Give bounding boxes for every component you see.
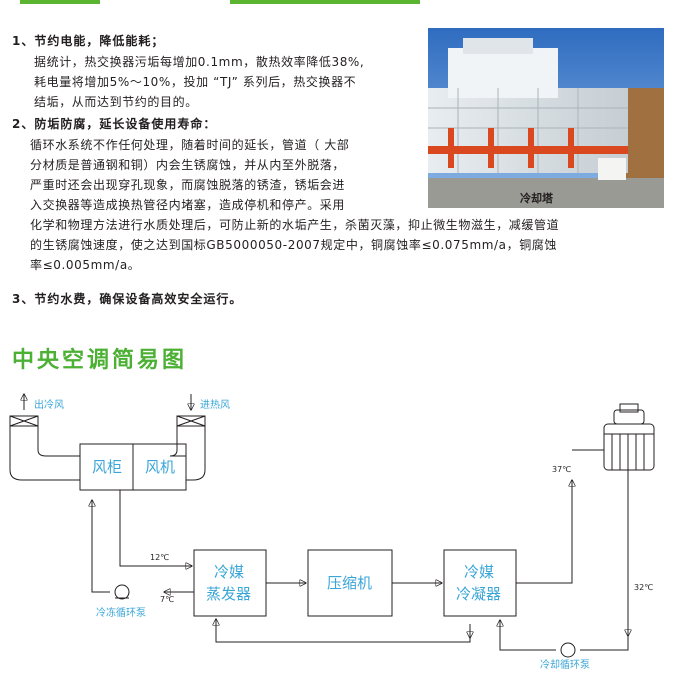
filter-right [176,415,206,427]
item-1-line-3: 结垢，从而达到节约的目的。 [34,95,198,109]
condenser-label-1: 冷媒 [464,563,494,581]
duct-inner-right [169,424,186,457]
accent-segment [230,0,420,4]
cooling-tower-illustration [428,28,664,208]
item-2-line-6: 的生锈腐蚀速度，使之达到国标GB5000050-2007规定中，铜腐蚀率≤0.0… [30,238,558,252]
compressor-label: 压缩机 [327,574,372,592]
temp-7-label: 7℃ [160,595,174,604]
condenser-label-2: 冷凝器 [456,585,501,603]
evaporator-label-1: 冷媒 [214,563,244,581]
cooling-pump-icon [560,642,576,658]
cooling-pump-label: 冷却循环泵 [540,658,590,671]
item-2-line-1: 循环水系统不作任何处理，随着时间的延长，管道（ 大部 [30,138,350,152]
evaporator-box [193,549,267,617]
item-3-heading: 3、节约水费，确保设备高效安全运行。 [12,292,243,306]
item-2-line-3: 严重时还会出现穿孔现象，而腐蚀脱落的锈渣，锈垢会进 [30,178,346,192]
hvac-diagram: 出冷风 进热风 风柜 风机 冷媒 蒸发器 压缩机 冷媒 冷凝器 冷冻循环泵 冷却… [9,380,655,671]
item-1-line-2: 耗电量将增加5%～10%，投加 “TJ” 系列后，热交换器不 [34,75,357,89]
duct-inner-left [37,424,80,457]
chilled-pump-icon [114,584,130,600]
air-in-label: 进热风 [200,398,230,411]
temp-32-label: 32℃ [634,583,653,592]
air-out-label: 出冷风 [34,398,64,411]
accent-segment [20,0,100,4]
cooling-tower-photo [428,28,664,208]
item-1-heading: 1、节约电能，降低能耗； [12,34,165,48]
filter-left [9,415,39,427]
item-1-line-1: 据统计，热交换器污垢每增加0.1mm，散热效率降低38%, [34,55,365,69]
item-2-heading: 2、防垢防腐，延长设备使用寿命： [12,117,217,131]
air-handler-left-label: 风柜 [92,458,122,476]
item-2-line-7: 率≤0.005mm/a。 [30,258,141,272]
top-accent-bar [0,0,700,6]
evaporator-label-2: 蒸发器 [206,585,251,603]
item-2-line-4: 入交换器等造成换热管径内堵塞，造成停机和停产。采用 [30,198,346,212]
item-2-line-5: 化学和物理方法进行水质处理后，可防止新的水垢产生，杀菌灭藻，抑止微生物滋生，减缓… [30,218,560,232]
temp-12-label: 12℃ [150,553,169,562]
chilled-pump-label: 冷冻循环泵 [96,606,146,619]
section-title: 中央空调简易图 [12,348,188,373]
condenser-box [443,549,517,617]
photo-caption: 冷却塔 [520,192,553,205]
item-2-line-2: 分材质是普通钢和铜）内会生锈腐蚀，并从内至外脱落， [30,158,346,172]
air-handler-right-label: 风机 [145,458,175,476]
temp-37-label: 37℃ [552,465,571,474]
duct-outer-left [9,424,80,481]
duct-outer-right [186,424,206,481]
